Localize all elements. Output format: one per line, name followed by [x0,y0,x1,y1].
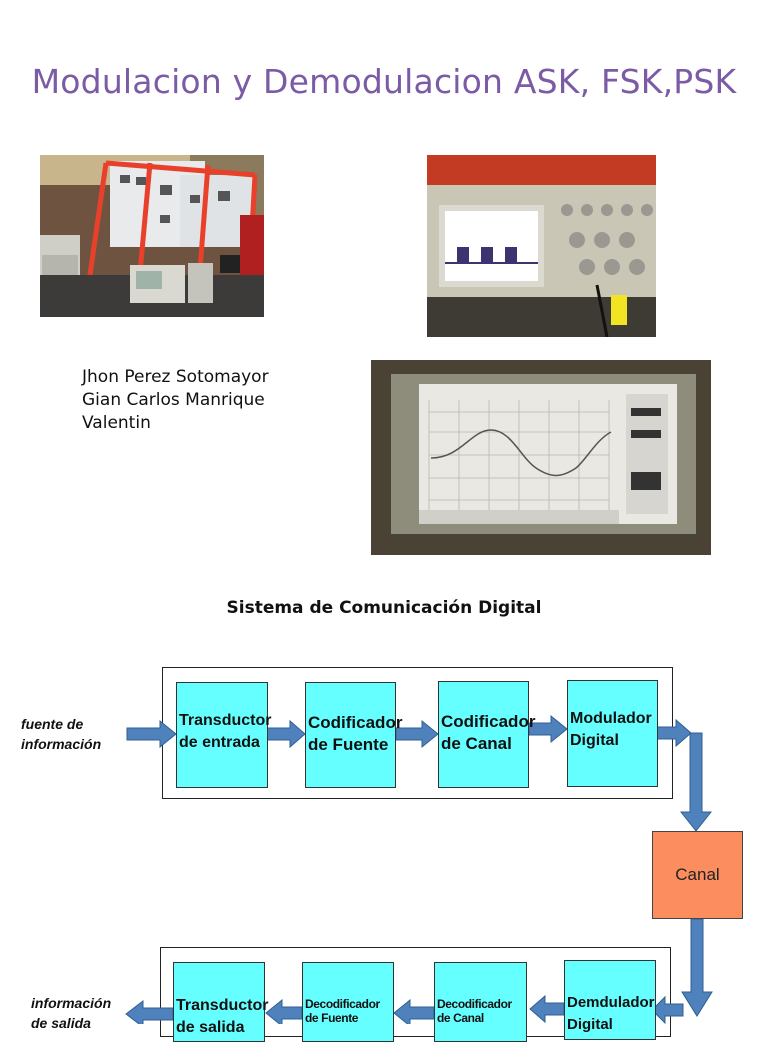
block-codificador-canal: Codificador de Canal [438,681,536,788]
block-label-line: Transductor [176,997,269,1014]
block-demodulador-digital: Demdulador Digital [564,960,656,1040]
author-line-2: Gian Carlos Manrique [82,390,265,410]
block-label-line: de Fuente [305,1011,359,1025]
block-label-line: Codificador [441,712,536,731]
author-line-3: Valentin [82,413,151,433]
output-label-line-1: información [31,995,112,1011]
block-decodificador-fuente: Decodificador de Fuente [302,962,394,1042]
block-decodificador-canal: Decodificador de Canal [434,962,527,1042]
output-info-label: información de salida [31,993,111,1033]
block-transductor-salida: Transductor de salida [173,962,269,1042]
block-label-line: Decodificador [437,997,512,1011]
block-label-line: de salida [176,1019,245,1036]
block-label-line: Decodificador [305,997,380,1011]
input-label-line-2: información [21,736,102,752]
block-label-line: Codificador [308,713,403,732]
block-label-line: Digital [567,1016,613,1033]
author-line-1: Jhon Perez Sotomayor [82,367,269,387]
input-source-label: fuente de información [21,714,101,754]
block-label-line: Demdulador [567,994,655,1011]
block-label-line: Digital [570,732,619,749]
output-label-line-2: de salida [31,1015,91,1031]
block-label-line: de entrada [179,734,260,751]
slide-title: Modulacion y Demodulacion ASK, FSK,PSK [31,62,737,101]
block-codificador-fuente: Codificador de Fuente [305,682,403,788]
input-label-line-1: fuente de [21,716,84,732]
channel-block: Canal [652,831,743,919]
block-label-line: Modulador [570,710,652,727]
block-label-line: de Canal [437,1011,484,1025]
oscilloscope-sine-wave-photo [371,360,711,555]
block-label-line: de Fuente [308,735,389,754]
block-transductor-entrada: Transductor de entrada [176,682,272,788]
block-modulador-digital: Modulador Digital [567,680,658,787]
diagram-title: Sistema de Comunicación Digital [226,598,542,618]
oscilloscope-square-wave-photo [427,155,656,337]
lab-bench-photo [40,155,264,317]
block-label-line: de Canal [441,734,512,753]
block-label-line: Transductor [179,712,272,729]
